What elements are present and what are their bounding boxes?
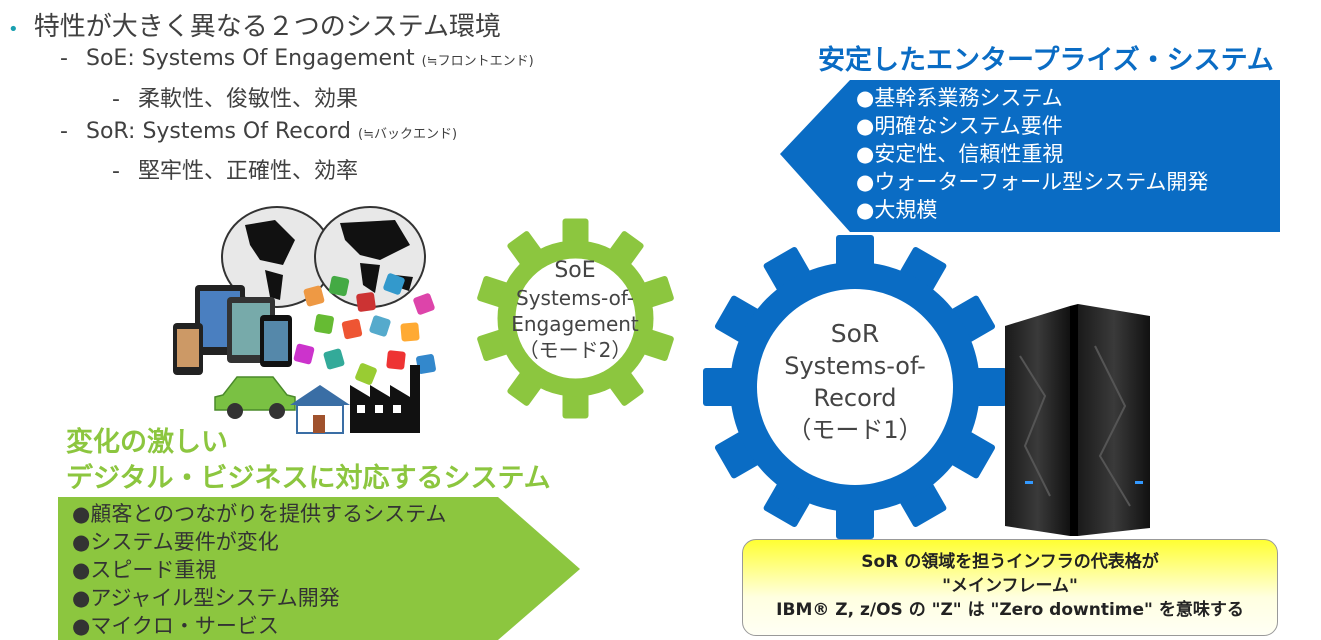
soe-characteristics: -柔軟性、俊敏性、効果: [112, 87, 359, 112]
gear-tooth: [971, 368, 1007, 406]
main-heading-text: 特性が大きく異なる２つのシステム環境: [33, 12, 501, 42]
factory-icon: [350, 365, 420, 433]
gear-tooth: [836, 235, 874, 271]
green-list-item: ●スピード重視: [72, 558, 217, 582]
blue-list-item: ●大規模: [856, 198, 938, 222]
digital-devices-illustration: [173, 206, 436, 434]
soe-gear-label: SoE Systems-of- Engagement （モード2）: [511, 258, 639, 362]
soe-definition: -SoE: Systems Of Engagement (≒フロントエンド): [60, 46, 534, 71]
green-panel-title: 変化の激しい デジタル・ビジネスに対応するシステム: [66, 427, 551, 494]
mainframe-server-image: [1005, 304, 1150, 536]
bullet-icon: •: [8, 19, 19, 40]
blue-list-item: ●ウォーターフォール型システム開発: [856, 170, 1209, 194]
green-arrow-panel: [58, 497, 580, 640]
blue-panel-title: 安定したエンタープライズ・システム: [818, 45, 1274, 76]
tablet-icon: [173, 285, 292, 375]
car-icon: [214, 376, 296, 419]
green-list-item: ●顧客とのつながりを提供するシステム: [72, 502, 447, 526]
house-icon: [290, 385, 350, 434]
mainframe-note: SoR の領域を担うインフラの代表格が "メインフレーム" IBM® Z, z/…: [742, 539, 1278, 636]
sor-gear: [703, 235, 1007, 539]
blue-panel-list: ●基幹系業務システム ●明確なシステム要件 ●安定性、信頼性重視 ●ウォーターフ…: [856, 84, 1208, 224]
green-panel-list: ●顧客とのつながりを提供するシステム ●システム要件が変化 ●スピード重視 ●ア…: [72, 500, 446, 640]
soe-gear: [477, 218, 674, 419]
blue-arrow-panel: [780, 80, 1280, 232]
green-list-item: ●アジャイル型システム開発: [72, 586, 340, 610]
gear-tooth: [836, 503, 874, 539]
gear-tooth: [703, 368, 739, 406]
sor-gear-label: SoR Systems-of- Record （モード1）: [784, 319, 926, 444]
main-heading: • 特性が大きく異なる２つのシステム環境: [8, 6, 501, 43]
blue-list-item: ●安定性、信頼性重視: [856, 142, 1064, 166]
green-list-item: ●マイクロ・サービス: [72, 614, 279, 638]
app-icons: [293, 273, 436, 385]
blue-list-item: ●基幹系業務システム: [856, 86, 1063, 110]
blue-list-item: ●明確なシステム要件: [856, 114, 1063, 138]
green-list-item: ●システム要件が変化: [72, 530, 279, 554]
sor-characteristics: -堅牢性、正確性、効率: [112, 159, 359, 184]
sor-definition: -SoR: Systems Of Record (≒バックエンド): [60, 119, 458, 144]
